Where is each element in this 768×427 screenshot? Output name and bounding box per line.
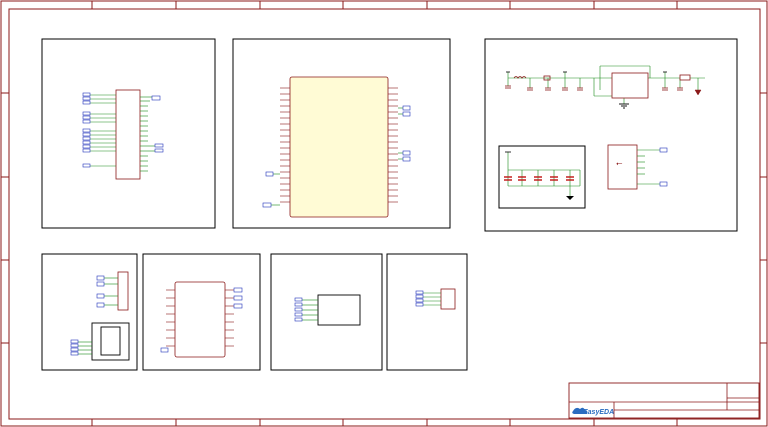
small-header-net-labels[interactable]: [415, 290, 424, 307]
power-resistor: [679, 74, 691, 81]
power-capacitors: [505, 85, 683, 91]
module-net-labels[interactable]: [294, 297, 303, 322]
regulator-ic[interactable]: [611, 72, 649, 99]
mcu-left-net-labels[interactable]: [82, 92, 91, 168]
block-small-header[interactable]: [386, 253, 468, 371]
usb-wires: [637, 149, 660, 185]
block-connectors[interactable]: [41, 253, 138, 371]
easyeda-logo-icon: EasyEDA: [572, 407, 614, 416]
mcu-right-net-labels[interactable]: [151, 95, 164, 153]
block-module[interactable]: [270, 253, 383, 371]
title-block: EasyEDA: [568, 382, 760, 419]
small-header-connector[interactable]: [440, 288, 456, 310]
power-ground-symbol: [619, 103, 629, 109]
sheet-frame-inner: [8, 8, 761, 420]
block-small-header-border: [386, 253, 468, 371]
mcu-ic-body[interactable]: [115, 89, 141, 180]
power-rail-wires: [507, 65, 705, 104]
module-wires: [302, 299, 318, 321]
usb-connector[interactable]: [607, 144, 638, 190]
main-ic-right-pins: [388, 87, 398, 203]
mcu-left-pins: [90, 94, 116, 167]
block-driver-ic[interactable]: [142, 253, 261, 371]
small-header-wires: [423, 292, 441, 306]
display-module-inner: [100, 326, 121, 356]
driver-ic-net-labels[interactable]: [160, 287, 243, 353]
header-connector[interactable]: [117, 271, 129, 311]
main-ic-body[interactable]: [289, 76, 389, 218]
block-main-ic[interactable]: [232, 38, 451, 229]
block-power[interactable]: ⭠: [484, 38, 738, 232]
decoupling-ground-icon: [566, 196, 574, 200]
display-net-labels[interactable]: [70, 339, 79, 356]
module-body[interactable]: [317, 294, 361, 326]
usb-icon: ⭠: [616, 159, 623, 168]
block-mcu[interactable]: [41, 38, 216, 229]
main-ic-left-pins: [280, 87, 290, 203]
decoupling-capacitors: [504, 176, 574, 181]
header-net-labels[interactable]: [96, 275, 105, 308]
decoupling-wires: [507, 152, 581, 196]
driver-ic-pins: [166, 289, 234, 347]
power-inductor: [513, 76, 527, 79]
mcu-right-pins: [140, 96, 155, 172]
block-module-border: [270, 253, 383, 371]
header-wires: [104, 277, 118, 306]
main-ic-net-labels[interactable]: [262, 105, 411, 208]
usb-net-labels[interactable]: [659, 147, 668, 187]
display-wires: [78, 341, 92, 355]
brand-label: EasyEDA: [583, 409, 614, 416]
driver-ic-body[interactable]: [174, 281, 226, 358]
power-fuse: [543, 75, 551, 81]
power-led: [694, 89, 702, 96]
